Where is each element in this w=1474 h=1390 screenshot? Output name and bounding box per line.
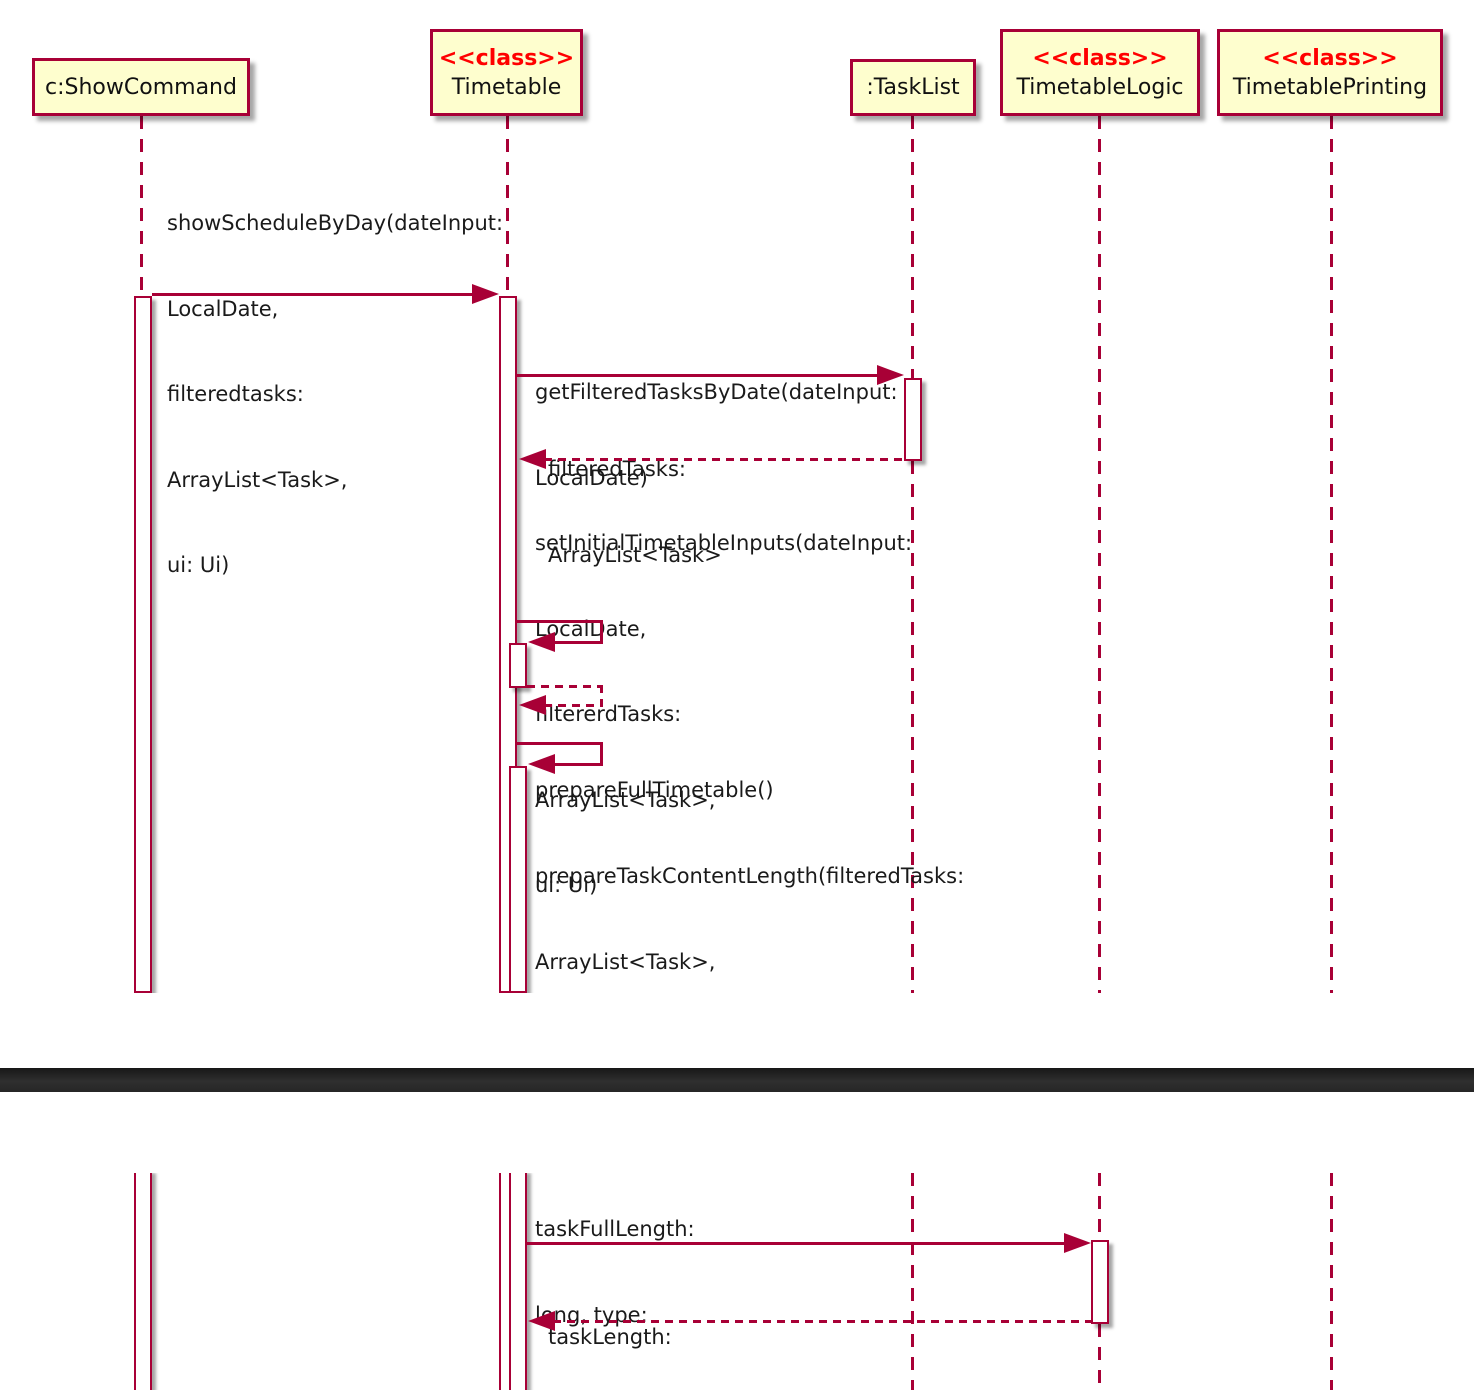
return-arrow-line [544, 458, 904, 461]
arrowhead-left [519, 695, 546, 715]
diagram-section-bottom: taskFullLength: long, type: TaskContentT… [0, 1173, 1474, 1390]
participant-stereotype: <<class>> [1032, 45, 1168, 71]
participant-timetablelogic: <<class>> TimetableLogic [1000, 29, 1200, 116]
participant-name: c:ShowCommand [45, 74, 237, 100]
arrowhead-right [1064, 1233, 1091, 1253]
sync-arrow-line [152, 293, 477, 296]
self-call-line [600, 620, 603, 644]
participant-tasklist: :TaskList [850, 59, 976, 116]
message-text-line: LocalDate, [535, 616, 647, 641]
self-call-line [517, 620, 603, 623]
diagram-section-top: c:ShowCommand <<class>> Timetable :TaskL… [32, 29, 1443, 993]
message-text-line: prepareTaskContentLength(filteredTasks: [535, 864, 965, 888]
self-call-line [552, 641, 603, 644]
message-text-line: TaskContentType) [535, 1386, 720, 1390]
participant-stereotype: <<class>> [438, 45, 575, 71]
sync-arrow-line [526, 1242, 1067, 1245]
message-filteredTasks-return-label: filteredTasks: ArrayList<Task> [548, 398, 722, 626]
arrowhead-left [528, 1311, 555, 1331]
message-text-line: LocalDate) [535, 465, 648, 490]
message-text-line: filteredTasks: [548, 457, 686, 481]
message-text-line: ArrayList<Task>, [167, 467, 348, 492]
lifeline-timetablelogic [1098, 1173, 1101, 1241]
sync-arrow-line [517, 374, 880, 377]
activation-timetable-nested-2 [509, 766, 527, 993]
self-call-line [517, 742, 603, 745]
lifeline-tasklist [911, 116, 914, 378]
message-showScheduleByDay-label: showScheduleByDay(dateInput: LocalDate, … [167, 152, 503, 637]
activation-showcommand [134, 296, 152, 993]
arrowhead-left [528, 754, 555, 774]
participant-name: TimetableLogic [1016, 74, 1184, 100]
message-prepareFullTimetable-label: prepareFullTimetable() [535, 719, 774, 862]
message-text-line: taskFullLength: [535, 1217, 695, 1241]
message-prepareTaskContentLength-2-label: prepareTaskContentLength(filteredTasks: … [535, 1346, 964, 1390]
lifeline-timetable [506, 116, 509, 296]
lifeline-timetablelogic [1098, 116, 1101, 993]
message-setInitialTimetableInputs-label: setInitialTimetableInputs(dateInput: Loc… [535, 472, 912, 957]
arrowhead-left [519, 449, 546, 469]
arrowhead-right [472, 284, 499, 304]
participant-timetableprinting: <<class>> TimetablePrinting [1217, 29, 1443, 116]
activation-tasklist [904, 378, 922, 461]
screenshot-seam-divider [0, 1068, 1474, 1092]
activation-showcommand [134, 1173, 152, 1390]
message-taskLength-return-label: taskLength: long [548, 1266, 672, 1390]
lifeline-timetableprinting [1330, 1173, 1333, 1390]
lifeline-tasklist [911, 461, 914, 993]
participant-name: Timetable [451, 74, 562, 100]
participant-name: :TaskList [866, 75, 960, 100]
arrowhead-left [528, 632, 555, 652]
self-return-line [527, 685, 603, 688]
self-call-line [600, 742, 603, 766]
participant-timetable: <<class>> Timetable [430, 29, 583, 116]
message-text-line: ArrayList<Task> [548, 542, 722, 567]
lifeline-timetablelogic [1098, 1324, 1101, 1390]
self-return-line [600, 685, 603, 707]
message-text-line: prepareFullTimetable() [535, 778, 774, 802]
message-text-line: ArrayList<Task>, [535, 787, 716, 812]
lifeline-tasklist [911, 1173, 914, 1390]
return-arrow-line [553, 1320, 1091, 1323]
message-text-line: getFilteredTasksByDate(dateInput: [535, 380, 898, 404]
lifeline-showcommand [140, 116, 143, 296]
participant-showcommand: c:ShowCommand [32, 58, 250, 116]
message-text-line: ui: Ui) [167, 553, 230, 577]
message-text-line: LocalDate, [167, 296, 279, 321]
self-return-line [544, 704, 603, 707]
message-getFilteredTasksByDate-label: getFilteredTasksByDate(dateInput: LocalD… [535, 321, 898, 549]
message-prepareTaskContentLength-label: prepareTaskContentLength(filteredTasks: … [535, 805, 964, 993]
message-text-line: ArrayList<Task>, [535, 949, 716, 974]
self-call-line [552, 763, 603, 766]
lifeline-timetableprinting [1330, 116, 1333, 993]
message-text-line: taskLength: [548, 1325, 672, 1349]
participant-name: TimetablePrinting [1232, 74, 1428, 100]
participant-stereotype: <<class>> [1262, 45, 1398, 71]
activation-timetablelogic [1091, 1240, 1109, 1324]
message-text-line: filteredtasks: [167, 382, 304, 406]
arrowhead-right [877, 365, 904, 385]
message-text-line: showScheduleByDay(dateInput: [167, 211, 504, 235]
activation-timetable-nested-2 [509, 1173, 527, 1390]
activation-timetable-nested-1 [509, 643, 527, 688]
message-text-line: setInitialTimetableInputs(dateInput: [535, 531, 913, 555]
message-text-line: ui: Ui) [535, 873, 598, 897]
